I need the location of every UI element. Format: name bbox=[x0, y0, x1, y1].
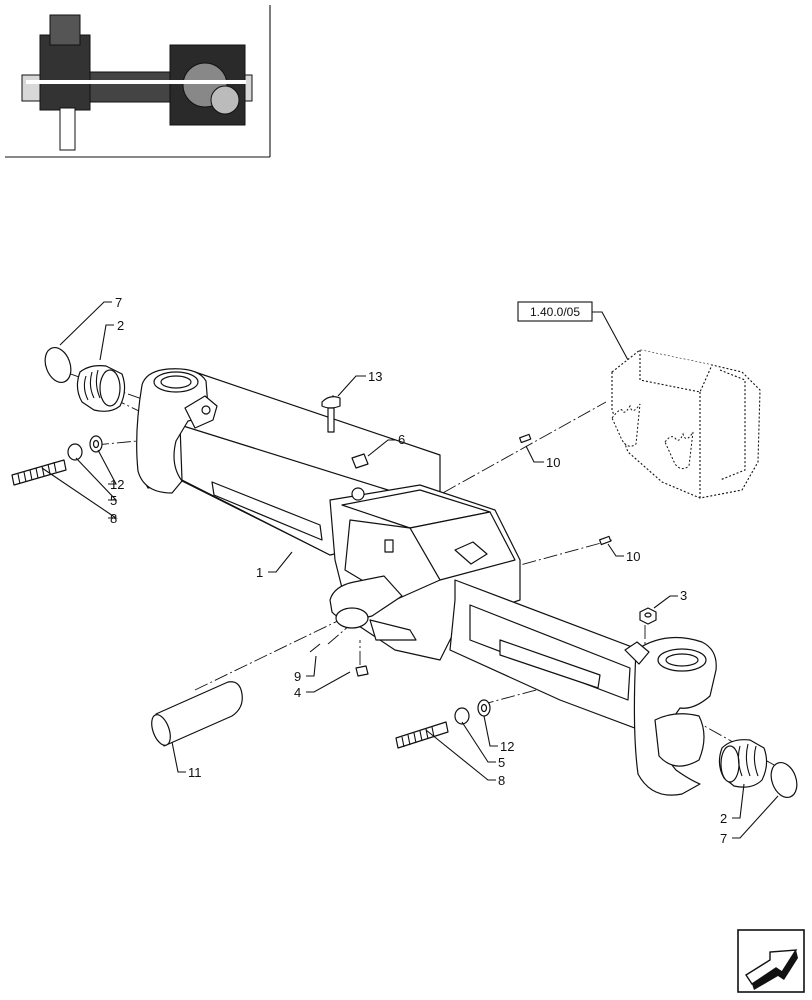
callout-1: 1 bbox=[256, 565, 263, 580]
nut-3 bbox=[639, 607, 657, 625]
callout-9: 9 bbox=[294, 669, 301, 684]
bolt-13 bbox=[321, 396, 341, 433]
plug-4 bbox=[355, 665, 369, 677]
plug-6 bbox=[351, 453, 369, 469]
seal-ring-right bbox=[770, 761, 798, 799]
stud-left bbox=[11, 459, 67, 486]
reference-label: 1.40.0/05 bbox=[530, 305, 580, 319]
washer-right bbox=[454, 699, 491, 725]
callout-2-right: 2 bbox=[720, 811, 727, 826]
callout-6: 6 bbox=[398, 432, 405, 447]
callout-10-lower: 10 bbox=[626, 549, 640, 564]
callout-10-upper: 10 bbox=[546, 455, 560, 470]
callout-11: 11 bbox=[188, 765, 202, 780]
washer-left bbox=[67, 435, 103, 461]
stud-right bbox=[395, 721, 449, 749]
callout-12-left: 12 bbox=[110, 477, 124, 492]
callout-7-left: 7 bbox=[115, 295, 122, 310]
axle-assembly-thumbnail bbox=[5, 5, 271, 158]
leader-lines bbox=[41, 301, 779, 839]
seal-ring-left bbox=[44, 346, 72, 384]
callouts: 7 2 13 6 10 10 3 1 9 4 11 12 5 8 12 5 8 … bbox=[110, 295, 727, 846]
reference-box[interactable]: 1.40.0/05 bbox=[517, 301, 593, 322]
callout-8-right: 8 bbox=[498, 773, 505, 788]
callout-7-right: 7 bbox=[720, 831, 727, 846]
callout-4: 4 bbox=[294, 685, 301, 700]
sleeve-11 bbox=[151, 681, 243, 747]
callout-5-left: 5 bbox=[110, 493, 117, 508]
callout-13: 13 bbox=[368, 369, 382, 384]
callout-3: 3 bbox=[680, 588, 687, 603]
callout-2-left: 2 bbox=[117, 318, 124, 333]
pin-9 bbox=[309, 643, 321, 653]
bushing-left bbox=[76, 365, 126, 412]
next-page-arrow-icon[interactable] bbox=[737, 929, 805, 993]
callout-8-left: 8 bbox=[110, 511, 117, 526]
callout-12-right: 12 bbox=[500, 739, 514, 754]
differential-housing-reference bbox=[611, 349, 761, 499]
pin-10a bbox=[519, 433, 532, 444]
callout-5-right: 5 bbox=[498, 755, 505, 770]
pin-10b bbox=[599, 535, 612, 546]
bushing-right bbox=[718, 739, 768, 788]
axle-housing bbox=[136, 368, 717, 796]
